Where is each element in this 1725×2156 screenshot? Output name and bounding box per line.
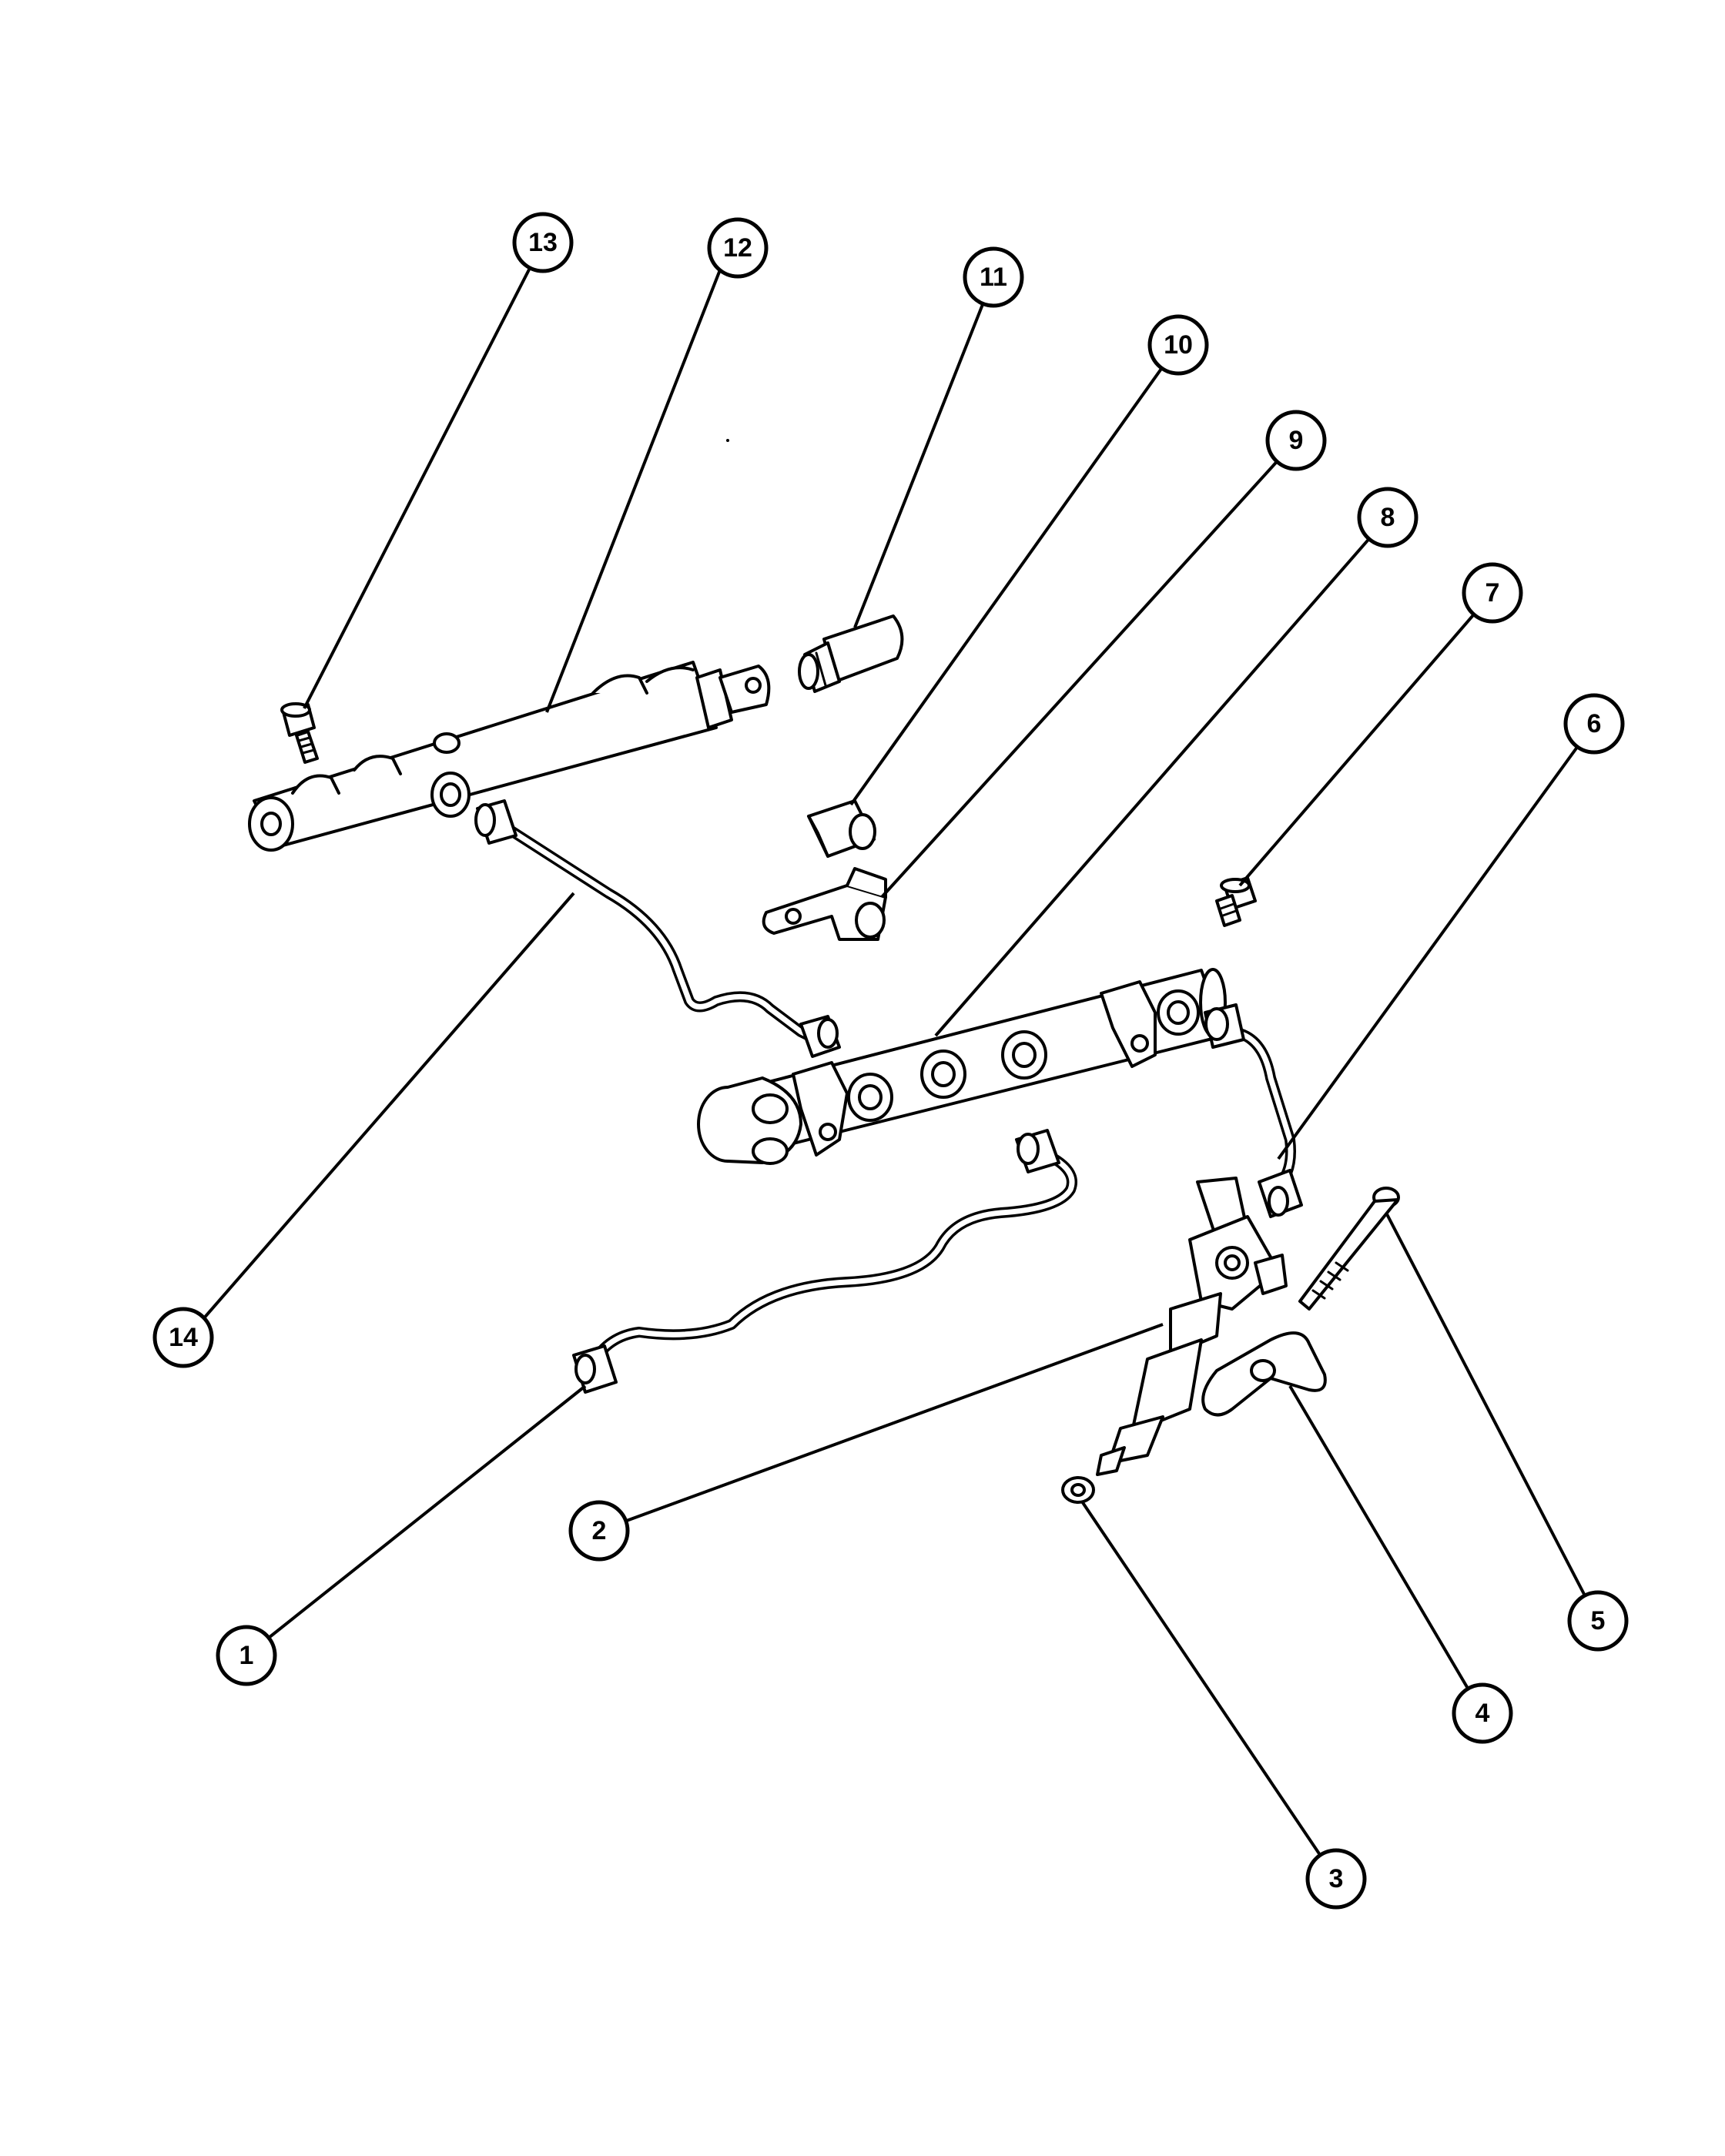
spacer-block: [807, 799, 876, 858]
callout-12: 12: [707, 217, 769, 279]
svg-text:12: 12: [723, 233, 752, 263]
upper-fuel-line: [474, 799, 841, 1058]
callout-8: 8: [1357, 487, 1419, 548]
svg-text:2: 2: [592, 1516, 607, 1545]
svg-text:5: 5: [1591, 1606, 1606, 1635]
svg-text:7: 7: [1486, 578, 1500, 608]
callout-5: 5: [1567, 1590, 1629, 1652]
lower-rail-bolt: [1215, 876, 1257, 927]
upper-rail-bolt: [280, 702, 319, 764]
lower-fuel-rail: [697, 968, 1227, 1165]
injector-line-long: [572, 1129, 1077, 1394]
callout-3: 3: [1305, 1848, 1367, 1910]
svg-text:4: 4: [1475, 1699, 1490, 1728]
injector-clamp: [1201, 1331, 1327, 1417]
svg-text:9: 9: [1289, 426, 1304, 455]
injector-hold-down-bolt: [1298, 1187, 1400, 1311]
injector-washer: [1061, 1476, 1095, 1504]
svg-text:13: 13: [528, 228, 558, 257]
leader-lines: [186, 242, 1599, 1880]
svg-text:14: 14: [169, 1323, 198, 1352]
svg-text:6: 6: [1587, 709, 1602, 738]
callout-1: 1: [216, 1625, 277, 1686]
callout-11: 11: [963, 246, 1024, 308]
callout-6: 6: [1563, 693, 1625, 755]
callout-9: 9: [1265, 410, 1327, 471]
upper-fuel-rail: [248, 661, 771, 852]
callout-13: 13: [512, 212, 574, 273]
callout-14: 14: [152, 1307, 214, 1368]
fuel-injector: [1096, 1177, 1288, 1476]
callout-10: 10: [1147, 314, 1209, 376]
svg-text:8: 8: [1381, 503, 1395, 532]
svg-text:11: 11: [980, 263, 1007, 292]
fuel-pressure-sensor: [798, 614, 904, 693]
svg-text:1: 1: [239, 1641, 254, 1670]
injector-line-short: [1204, 1003, 1303, 1218]
callout-4: 4: [1452, 1682, 1513, 1744]
rail-bracket: [762, 867, 887, 941]
callout-7: 7: [1462, 562, 1523, 624]
stray-dot: [726, 439, 729, 442]
callout-2: 2: [568, 1500, 630, 1562]
svg-text:3: 3: [1329, 1864, 1344, 1893]
svg-text:10: 10: [1164, 330, 1193, 360]
